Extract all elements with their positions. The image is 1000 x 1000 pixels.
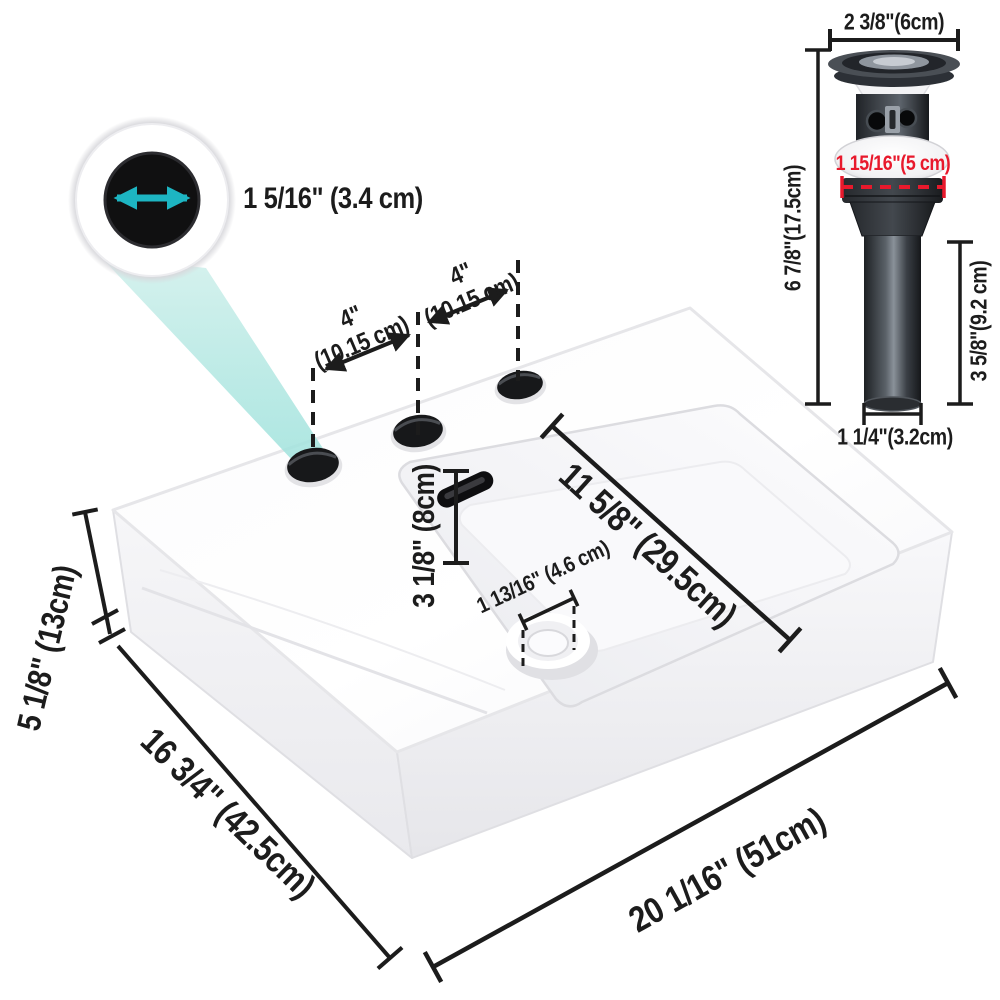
sink-body <box>111 306 954 859</box>
drain-cap-diameter-label: 2 3/8"(6cm) <box>843 8 945 35</box>
callout-diameter-label: 1 5/16" (3.4 cm) <box>243 182 423 215</box>
hole-to-basin-label: 3 1/8" (8cm) <box>406 464 441 608</box>
drain-assembly <box>805 29 973 425</box>
dimension-lines <box>71 260 959 983</box>
thread-diameter-line <box>840 176 946 198</box>
hole-callout <box>68 116 236 284</box>
drain-tailpipe-length-label: 3 5/8"(9.2 cm) <box>965 260 992 382</box>
faucet-holes <box>284 370 547 488</box>
drain-tailpipe-diameter-label: 1 1/4"(3.2cm) <box>837 423 953 450</box>
drain-thread-diameter-label: 1 15/16"(5 cm) <box>835 152 951 175</box>
callout-beam <box>100 256 324 462</box>
drain-overall-height-label: 6 7/8"(17.5cm) <box>779 164 806 292</box>
